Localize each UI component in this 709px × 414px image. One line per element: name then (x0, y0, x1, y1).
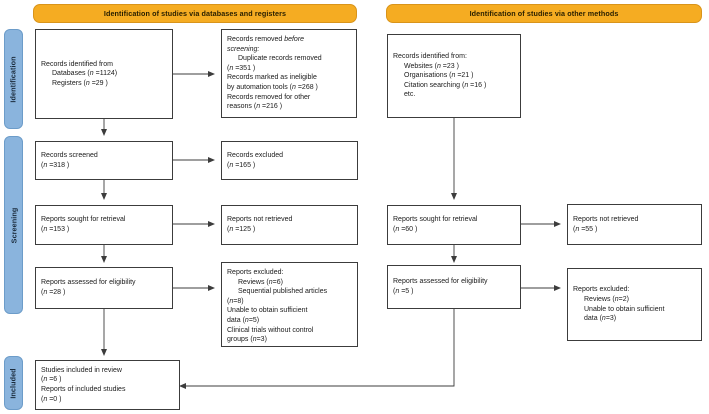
stage-included: Included (4, 356, 23, 410)
text-line: etc. (404, 91, 416, 99)
text-line: (n =6 ) (41, 376, 62, 384)
stage-identification-label: Identification (9, 55, 18, 103)
box-reports-excluded-other: Reports excluded: Reviews (n=2) Unable t… (567, 268, 702, 341)
text-line: Records identified from (41, 60, 113, 68)
text-line: data (n=5) (227, 316, 260, 324)
text-line: Organisations (n =21 ) (404, 72, 474, 80)
text-line: (n =60 ) (393, 226, 418, 233)
text-line: Reports not retrieved (573, 215, 639, 223)
text-line: Reports not retrieved (227, 216, 293, 224)
stage-screening: Screening (4, 136, 23, 314)
box-studies-included-in-review: Studies included in review (n =6 ) Repor… (35, 360, 180, 410)
box-reports-sought-for-retrieval: Reports sought for retrieval (n =153 ) (35, 205, 173, 245)
text-line: (n =0 ) (41, 395, 62, 403)
text-line: (n =153 ) (41, 226, 70, 233)
text-line: (n=8) (227, 297, 244, 305)
text-line: Reports assessed for eligibility (393, 278, 488, 286)
text-line: Records identified from: (393, 53, 467, 61)
text-line: Studies included in review (41, 366, 122, 374)
box-records-removed-before-screening: Records removed before screening: Duplic… (221, 29, 357, 118)
text-line: Citation searching (n =16 ) (404, 81, 487, 89)
text-line: Records removed before (227, 36, 305, 43)
banner-other-label: Identification of studies via other meth… (469, 9, 619, 18)
text-line: groups (n=3) (227, 336, 267, 344)
box-records-screened: Records screened (n =318 ) (35, 141, 173, 180)
box-records-identified-other-methods: Records identified from: Websites (n =23… (387, 34, 521, 118)
text-line: (n =55 ) (573, 225, 598, 233)
text-line: Reports assessed for eligibility (41, 279, 136, 287)
text-line: Databases (n =1124) (52, 70, 118, 78)
text-line: Sequential published articles (238, 288, 328, 296)
box-records-identified-from: Records identified from Databases (n =11… (35, 29, 173, 119)
stage-screening-label: Screening (9, 207, 18, 243)
text-line: by automation tools (n =268 ) (227, 83, 318, 91)
text-line: Records marked as ineligible (227, 74, 317, 82)
stage-identification: Identification (4, 29, 23, 129)
text-line: Websites (n =23 ) (404, 62, 459, 70)
box-reports-sought-for-retrieval-other: Reports sought for retrieval (n =60 ) (387, 205, 521, 245)
box-reports-not-retrieved-other: Reports not retrieved (n =55 ) (567, 204, 702, 245)
text-line: Unable to obtain sufficient (584, 305, 665, 313)
stage-included-label: Included (9, 367, 19, 399)
text-line: Reports excluded: (573, 286, 630, 294)
text-line: Duplicate records removed (238, 55, 322, 63)
text-line: screening: (227, 45, 260, 53)
text-line: Records excluded (227, 151, 284, 159)
banner-databases-registers: Identification of studies via databases … (33, 4, 357, 23)
text-line: (n =28 ) (41, 289, 66, 296)
text-line: (n =125 ) (227, 226, 256, 233)
text-line: Reviews (n=6) (238, 278, 283, 286)
text-line: Records screened (41, 151, 98, 159)
banner-other-methods: Identification of studies via other meth… (386, 4, 702, 23)
text-line: Reports of included studies (41, 386, 126, 393)
text-line: Registers (n =29 ) (52, 79, 108, 87)
text-line: (n =5 ) (393, 288, 414, 295)
text-line: (n =318 ) (41, 161, 70, 169)
box-reports-not-retrieved: Reports not retrieved (n =125 ) (221, 205, 358, 245)
box-records-excluded: Records excluded (n =165 ) (221, 141, 358, 180)
text-line: (n =351 ) (227, 64, 256, 72)
text-line: Reviews (n=2) (584, 295, 629, 303)
text-line: Reports excluded: (227, 269, 284, 276)
box-reports-assessed-for-eligibility: Reports assessed for eligibility (n =28 … (35, 267, 173, 309)
text-line: data (n=3) (584, 315, 617, 323)
text-line: Reports sought for retrieval (41, 216, 126, 224)
banner-databases-label: Identification of studies via databases … (103, 9, 287, 18)
text-line: reasons (n =216 ) (227, 103, 283, 111)
text-line: Reports sought for retrieval (393, 216, 478, 224)
box-reports-assessed-for-eligibility-other: Reports assessed for eligibility (n =5 ) (387, 265, 521, 309)
text-line: Unable to obtain sufficient (227, 307, 308, 315)
text-line: Clinical trials without control (227, 326, 314, 334)
box-reports-excluded: Reports excluded: Reviews (n=6) Sequenti… (221, 262, 358, 347)
text-line: Records removed for other (227, 93, 311, 101)
text-line: (n =165 ) (227, 161, 256, 169)
